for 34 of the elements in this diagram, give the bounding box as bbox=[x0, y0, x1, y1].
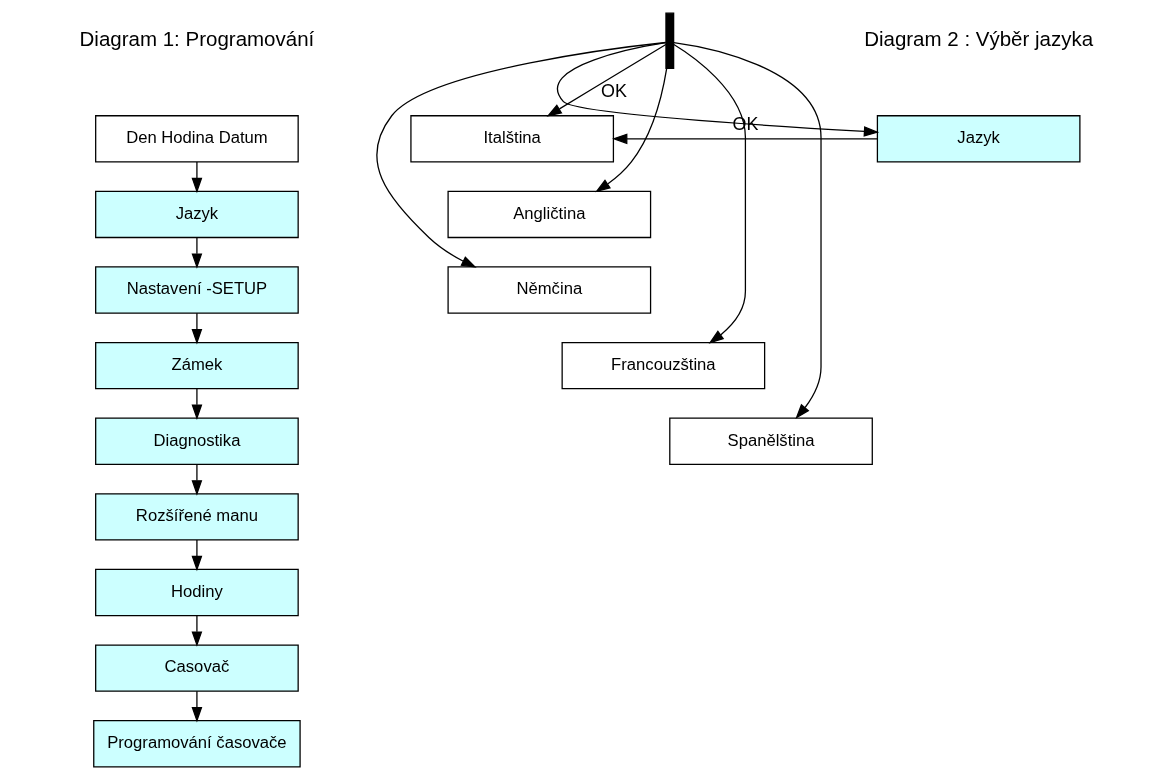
node-box: Hodiny bbox=[94, 568, 299, 617]
node-bar bbox=[664, 12, 674, 69]
node-box: Nastavení -SETUP bbox=[94, 266, 299, 314]
node-box: Jazyk bbox=[876, 115, 1081, 163]
node-box: Rozšířené manu bbox=[94, 493, 299, 541]
node-box: Diagnostika bbox=[94, 417, 299, 465]
arrow bbox=[191, 539, 202, 572]
arrow bbox=[191, 690, 202, 723]
node-box: Němčina bbox=[446, 266, 651, 314]
node-box: Zámek bbox=[94, 341, 299, 390]
arrow bbox=[556, 42, 879, 137]
arrow bbox=[191, 388, 202, 420]
node-box: Francouzština bbox=[561, 341, 765, 390]
arrow bbox=[191, 237, 202, 269]
arrow bbox=[672, 41, 822, 420]
arrow bbox=[191, 161, 202, 194]
arrow bbox=[375, 41, 666, 268]
node-box: Italština bbox=[409, 115, 614, 163]
node-box: Angličtina bbox=[446, 190, 651, 239]
edge-label: OK bbox=[600, 80, 627, 101]
arrow bbox=[594, 67, 667, 193]
arrow bbox=[611, 133, 878, 145]
arrow bbox=[191, 312, 202, 345]
arrow bbox=[672, 43, 746, 344]
node-box: Casovač bbox=[94, 644, 299, 692]
arrow bbox=[191, 615, 202, 647]
node-box: Spanělština bbox=[668, 417, 873, 465]
label: Diagram 1: Programování bbox=[79, 26, 314, 50]
arrow bbox=[191, 463, 202, 496]
node-box: Den Hodina Datum bbox=[94, 115, 299, 163]
node-box: Jazyk bbox=[94, 190, 299, 239]
arrow bbox=[546, 43, 667, 117]
label: Diagram 2 : Výběr jazyka bbox=[863, 26, 1093, 50]
node-box: Programování časovače bbox=[92, 720, 301, 768]
